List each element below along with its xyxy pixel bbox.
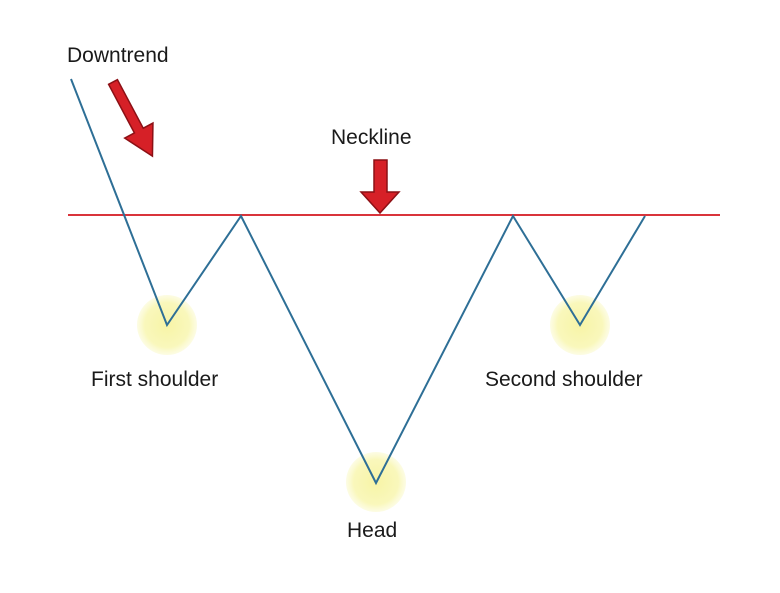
first-shoulder-label: First shoulder [91,368,219,391]
second-shoulder-label: Second shoulder [485,368,643,391]
neckline-arrow [359,159,401,215]
head-label: Head [347,519,398,542]
price-line [70,78,646,486]
downtrend-arrow [107,78,154,158]
downtrend-label: Downtrend [67,44,169,67]
neckline-label: Neckline [331,126,412,149]
